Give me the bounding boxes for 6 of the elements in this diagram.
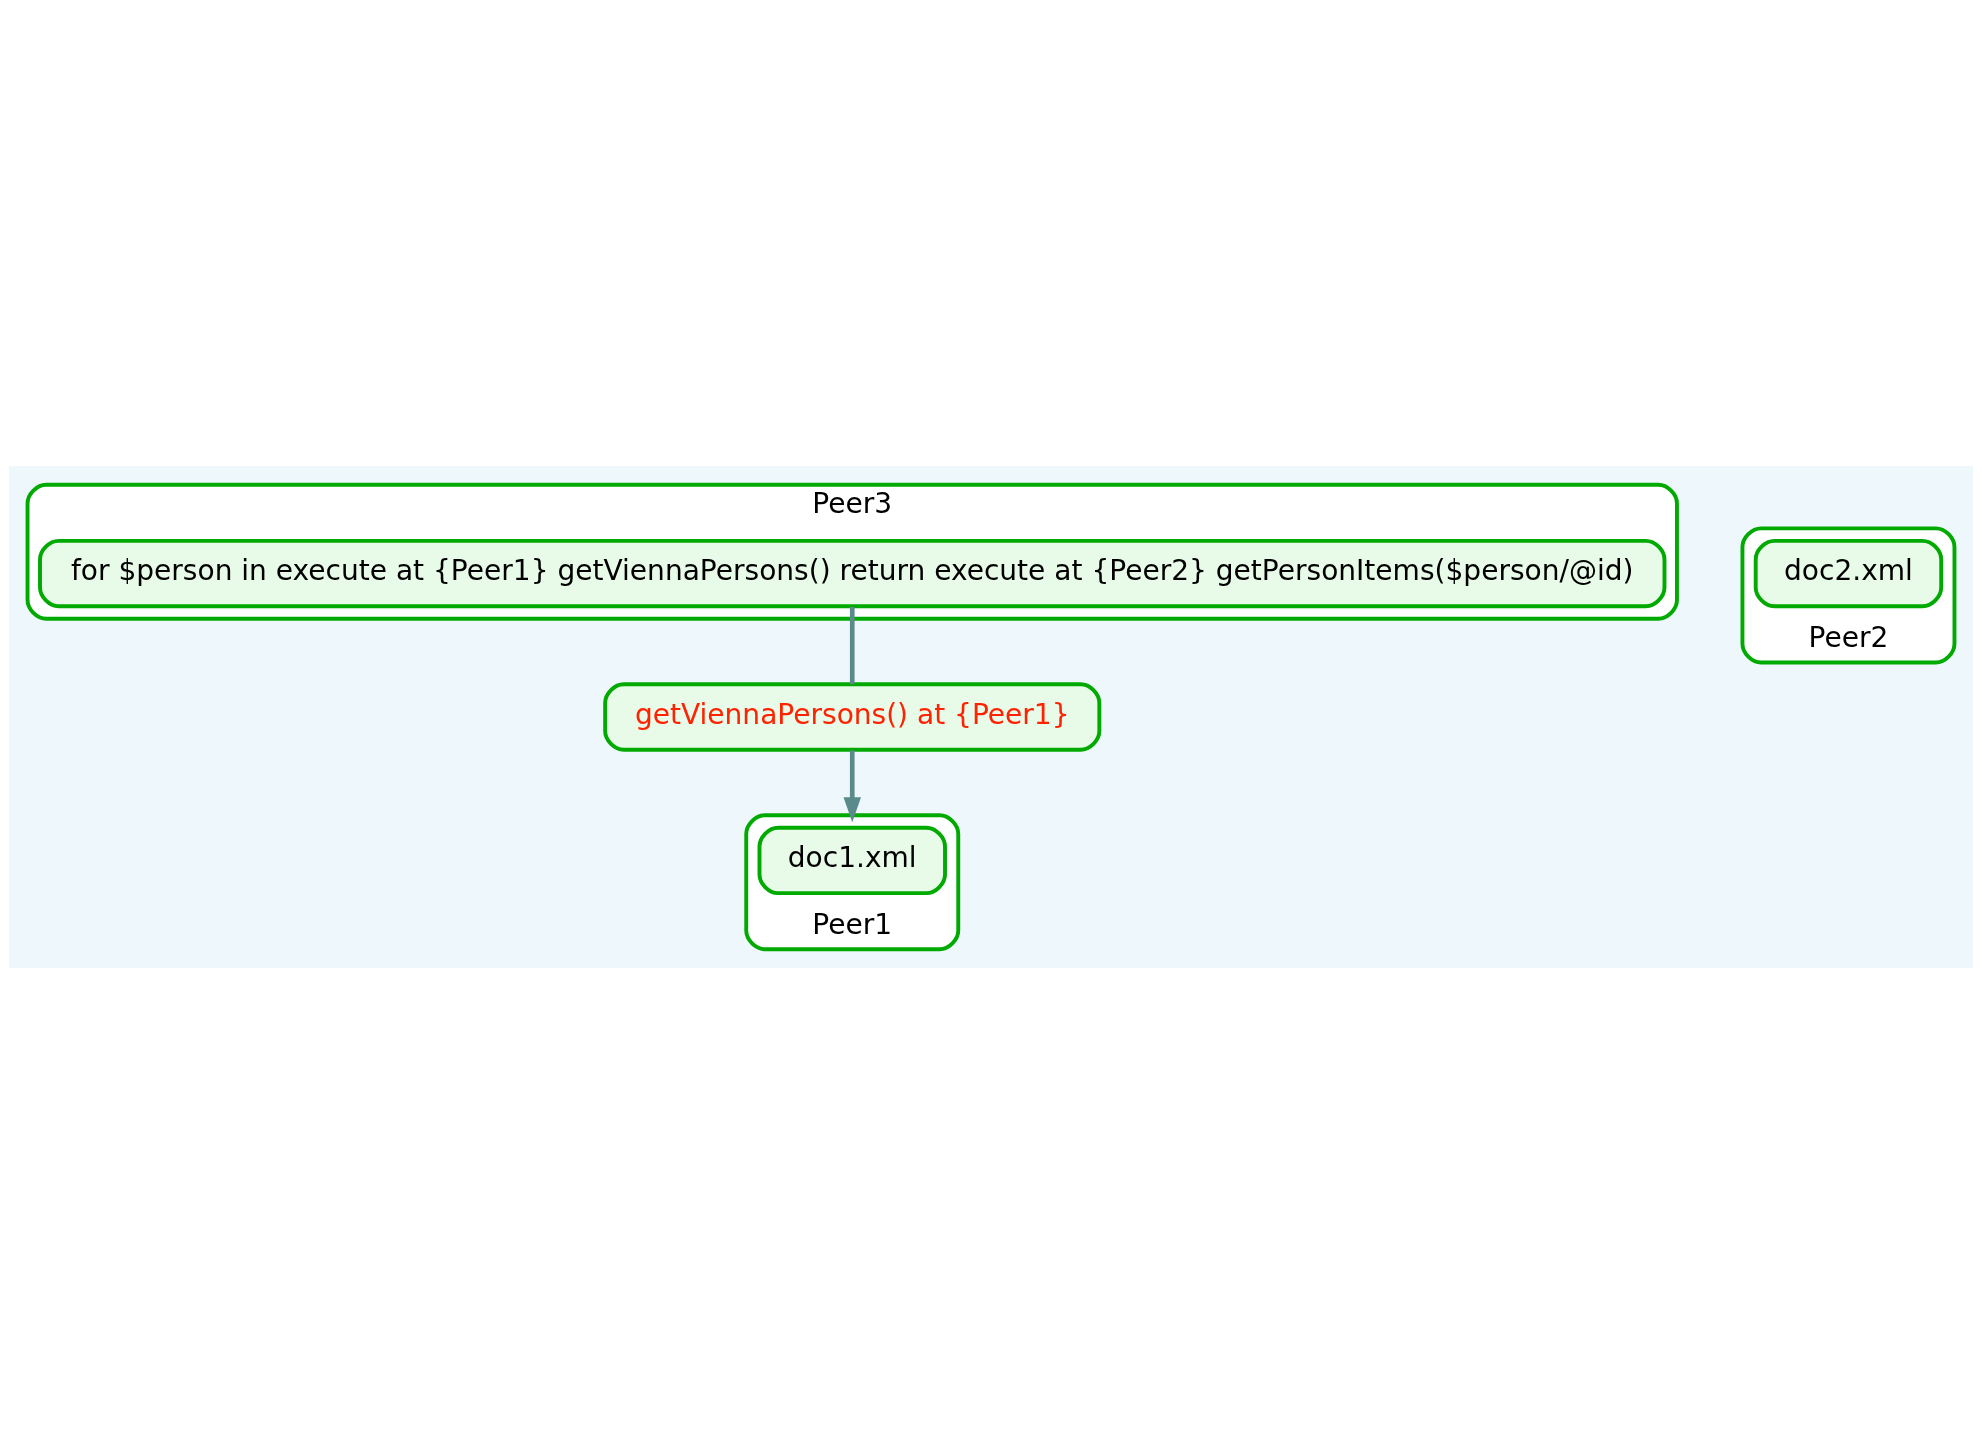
arrow (843, 750, 861, 823)
node-box: for $person in execute at {Peer1} getViennaPersons() return execute at {Peer2} getPersonItems($person/@id) (38, 538, 1667, 609)
node-box: doc2.xml (1753, 538, 1944, 609)
node-box: getViennaPersons() at {Peer1} (603, 682, 1102, 752)
node-box: doc1.xml (757, 825, 947, 896)
connector (849, 606, 855, 685)
